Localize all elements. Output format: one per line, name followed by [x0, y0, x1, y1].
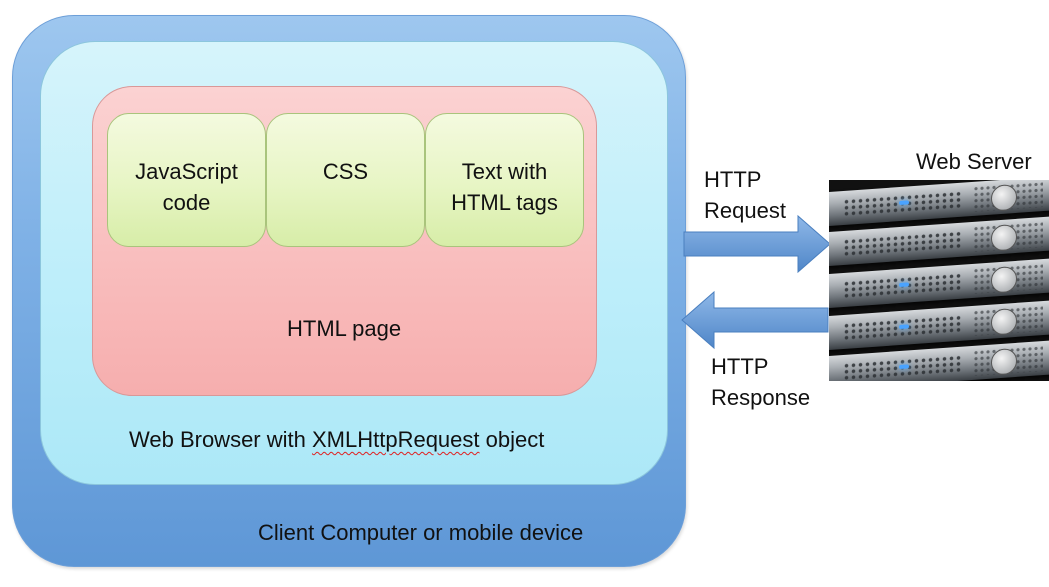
javascript-code-label: JavaScript code — [135, 159, 238, 215]
css-box: CSS — [266, 113, 425, 247]
http-request-label-line1: HTTP — [704, 167, 762, 192]
http-response-arrow — [681, 290, 829, 350]
http-response-label: HTTP Response — [711, 351, 810, 413]
web-server-label: Web Server — [916, 149, 1032, 174]
http-request-label: HTTP Request — [704, 164, 786, 226]
html-page-label: HTML page — [287, 316, 402, 341]
browser-label-suffix: object — [479, 427, 545, 452]
web-browser-label: Web Browser with XMLHttpRequest object — [129, 427, 544, 453]
html-text-box: Text with HTML tags — [425, 113, 584, 247]
http-response-label-line2: Response — [711, 385, 811, 410]
html-text-label: Text with HTML tags — [451, 159, 558, 215]
browser-label-prefix: Web Browser with — [129, 427, 312, 452]
http-response-label-line1: HTTP — [711, 354, 769, 379]
http-request-label-line2: Request — [704, 198, 786, 223]
web-server-image — [829, 180, 1049, 381]
client-computer-label: Client Computer or mobile device — [258, 520, 584, 545]
http-request-arrow — [683, 214, 831, 274]
css-label: CSS — [322, 159, 369, 184]
javascript-code-box: JavaScript code — [107, 113, 266, 247]
xmlhttprequest-label: XMLHttpRequest — [311, 427, 480, 452]
